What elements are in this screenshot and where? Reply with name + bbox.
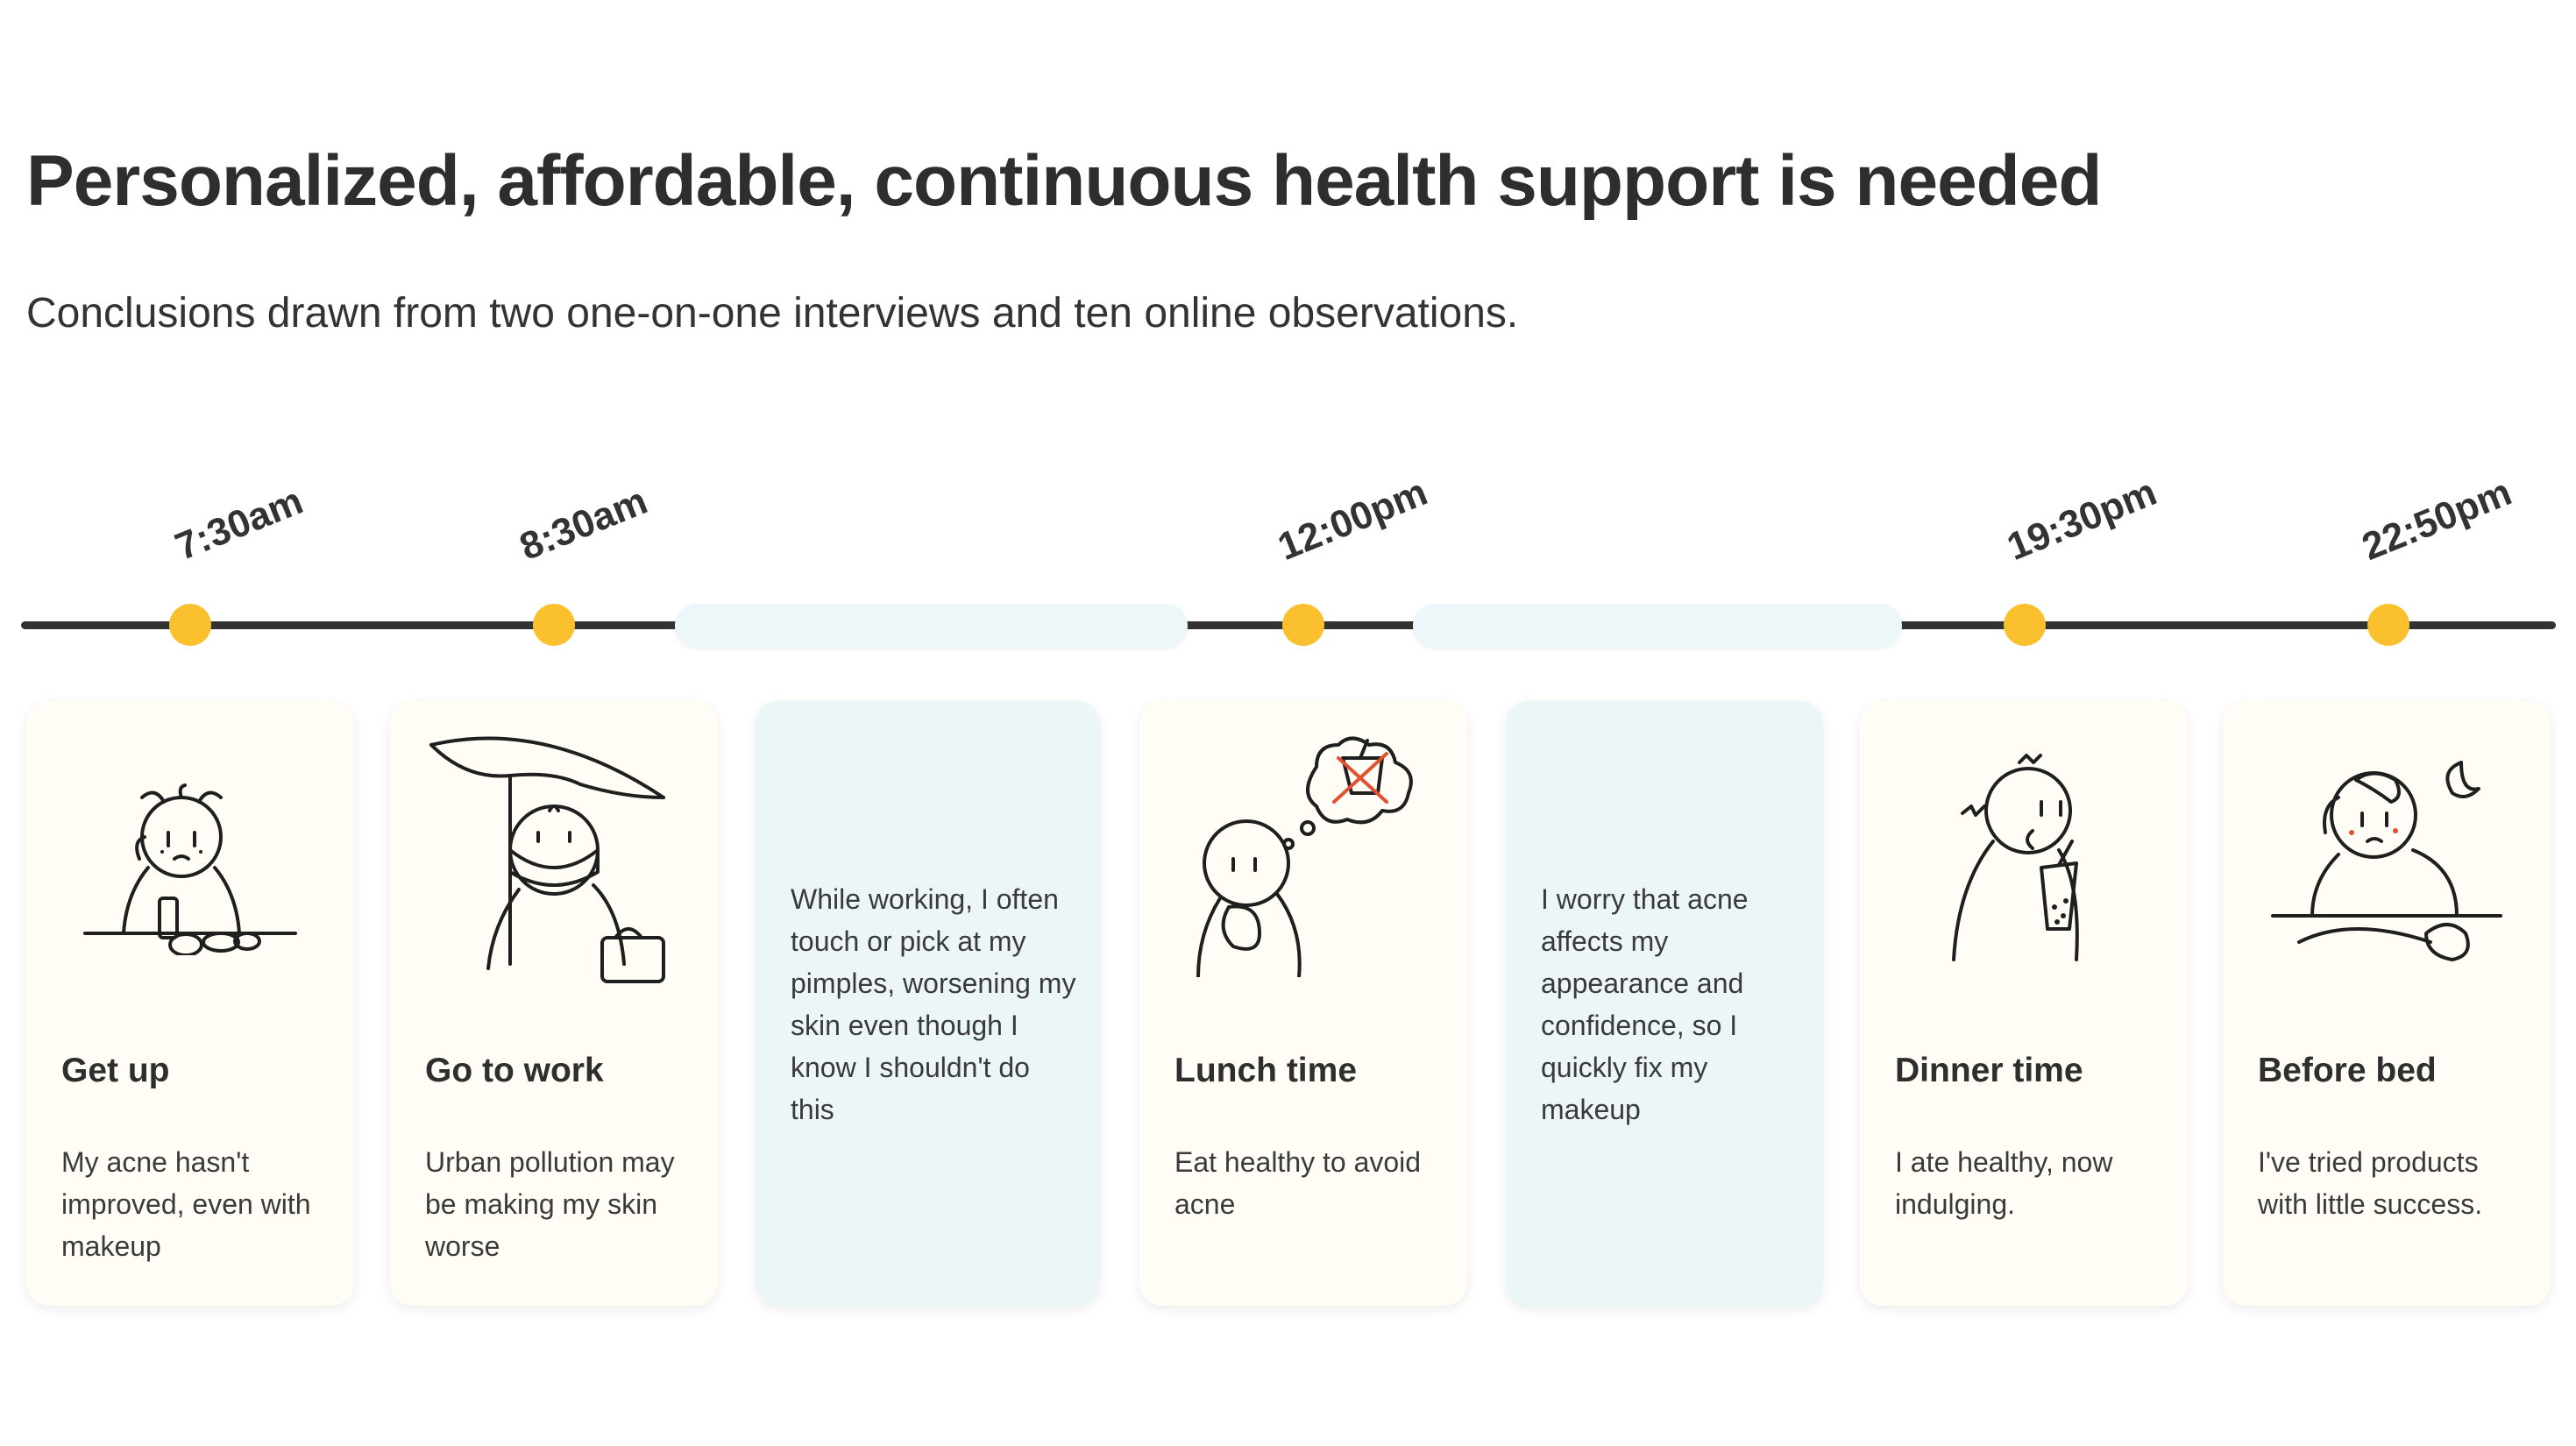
card-title: Get up <box>61 1052 170 1089</box>
card-text: Eat healthy to avoid acne <box>1174 1146 1422 1220</box>
card-before-bed: Before bed I've tried products with litt… <box>2223 701 2551 1306</box>
card-title: Lunch time <box>1174 1052 1358 1089</box>
card-text: My acne hasn't improved, even with makeu… <box>61 1146 311 1262</box>
page-subtitle: Conclusions drawn from two one-on-one in… <box>26 290 1519 337</box>
person-getting-up-icon <box>83 783 297 955</box>
card-text: Urban pollution may be making my skin wo… <box>425 1146 675 1262</box>
timeline-dot-1 <box>169 604 211 646</box>
card-illustration <box>1860 754 2188 961</box>
card-get-up: Get up My acne hasn't improved, even wit… <box>26 701 354 1306</box>
person-thinking-lunch-icon <box>1196 736 1413 977</box>
person-drinking-icon <box>1952 754 2079 961</box>
time-label-4: 19:30pm <box>2001 470 2163 570</box>
card-illustration <box>2223 754 2551 961</box>
timeline-dot-2 <box>533 604 575 646</box>
page-title: Personalized, affordable, continuous hea… <box>26 141 2102 221</box>
person-before-bed-icon <box>2271 761 2502 961</box>
card-dinner-time: Dinner time I ate healthy, now indulging… <box>1860 701 2188 1306</box>
card-go-to-work: Go to work Urban pollution may be making… <box>390 701 718 1306</box>
card-text: I've tried products with little success. <box>2258 1146 2483 1220</box>
timeline-band-working <box>675 604 1188 648</box>
card-illustration <box>1139 736 1467 977</box>
timeline-dot-3 <box>1282 604 1324 646</box>
time-label-3: 12:00pm <box>1272 470 1434 570</box>
timeline-dot-4 <box>2004 604 2046 646</box>
time-label-2: 8:30am <box>514 478 654 570</box>
time-label-1: 7:30am <box>169 478 309 570</box>
card-illustration <box>26 754 354 955</box>
card-lunch-time: Lunch time Eat healthy to avoid acne <box>1139 701 1467 1306</box>
card-makeup-thought: I worry that acne affects my appearance … <box>1506 701 1823 1306</box>
timeline-band-afternoon <box>1413 604 1902 648</box>
time-label-5: 22:50pm <box>2356 470 2518 570</box>
thought-text: I worry that acne affects my appearance … <box>1541 883 1749 1125</box>
card-text: I ate healthy, now indulging. <box>1895 1146 2113 1220</box>
card-working-thought: While working, I often touch or pick at … <box>756 701 1100 1306</box>
person-with-umbrella-icon <box>429 736 665 983</box>
card-title: Before bed <box>2258 1052 2437 1089</box>
card-illustration <box>390 736 718 983</box>
card-title: Go to work <box>425 1052 604 1089</box>
card-title: Dinner time <box>1895 1052 2083 1089</box>
timeline-dot-5 <box>2367 604 2409 646</box>
thought-text: While working, I often touch or pick at … <box>791 883 1076 1125</box>
